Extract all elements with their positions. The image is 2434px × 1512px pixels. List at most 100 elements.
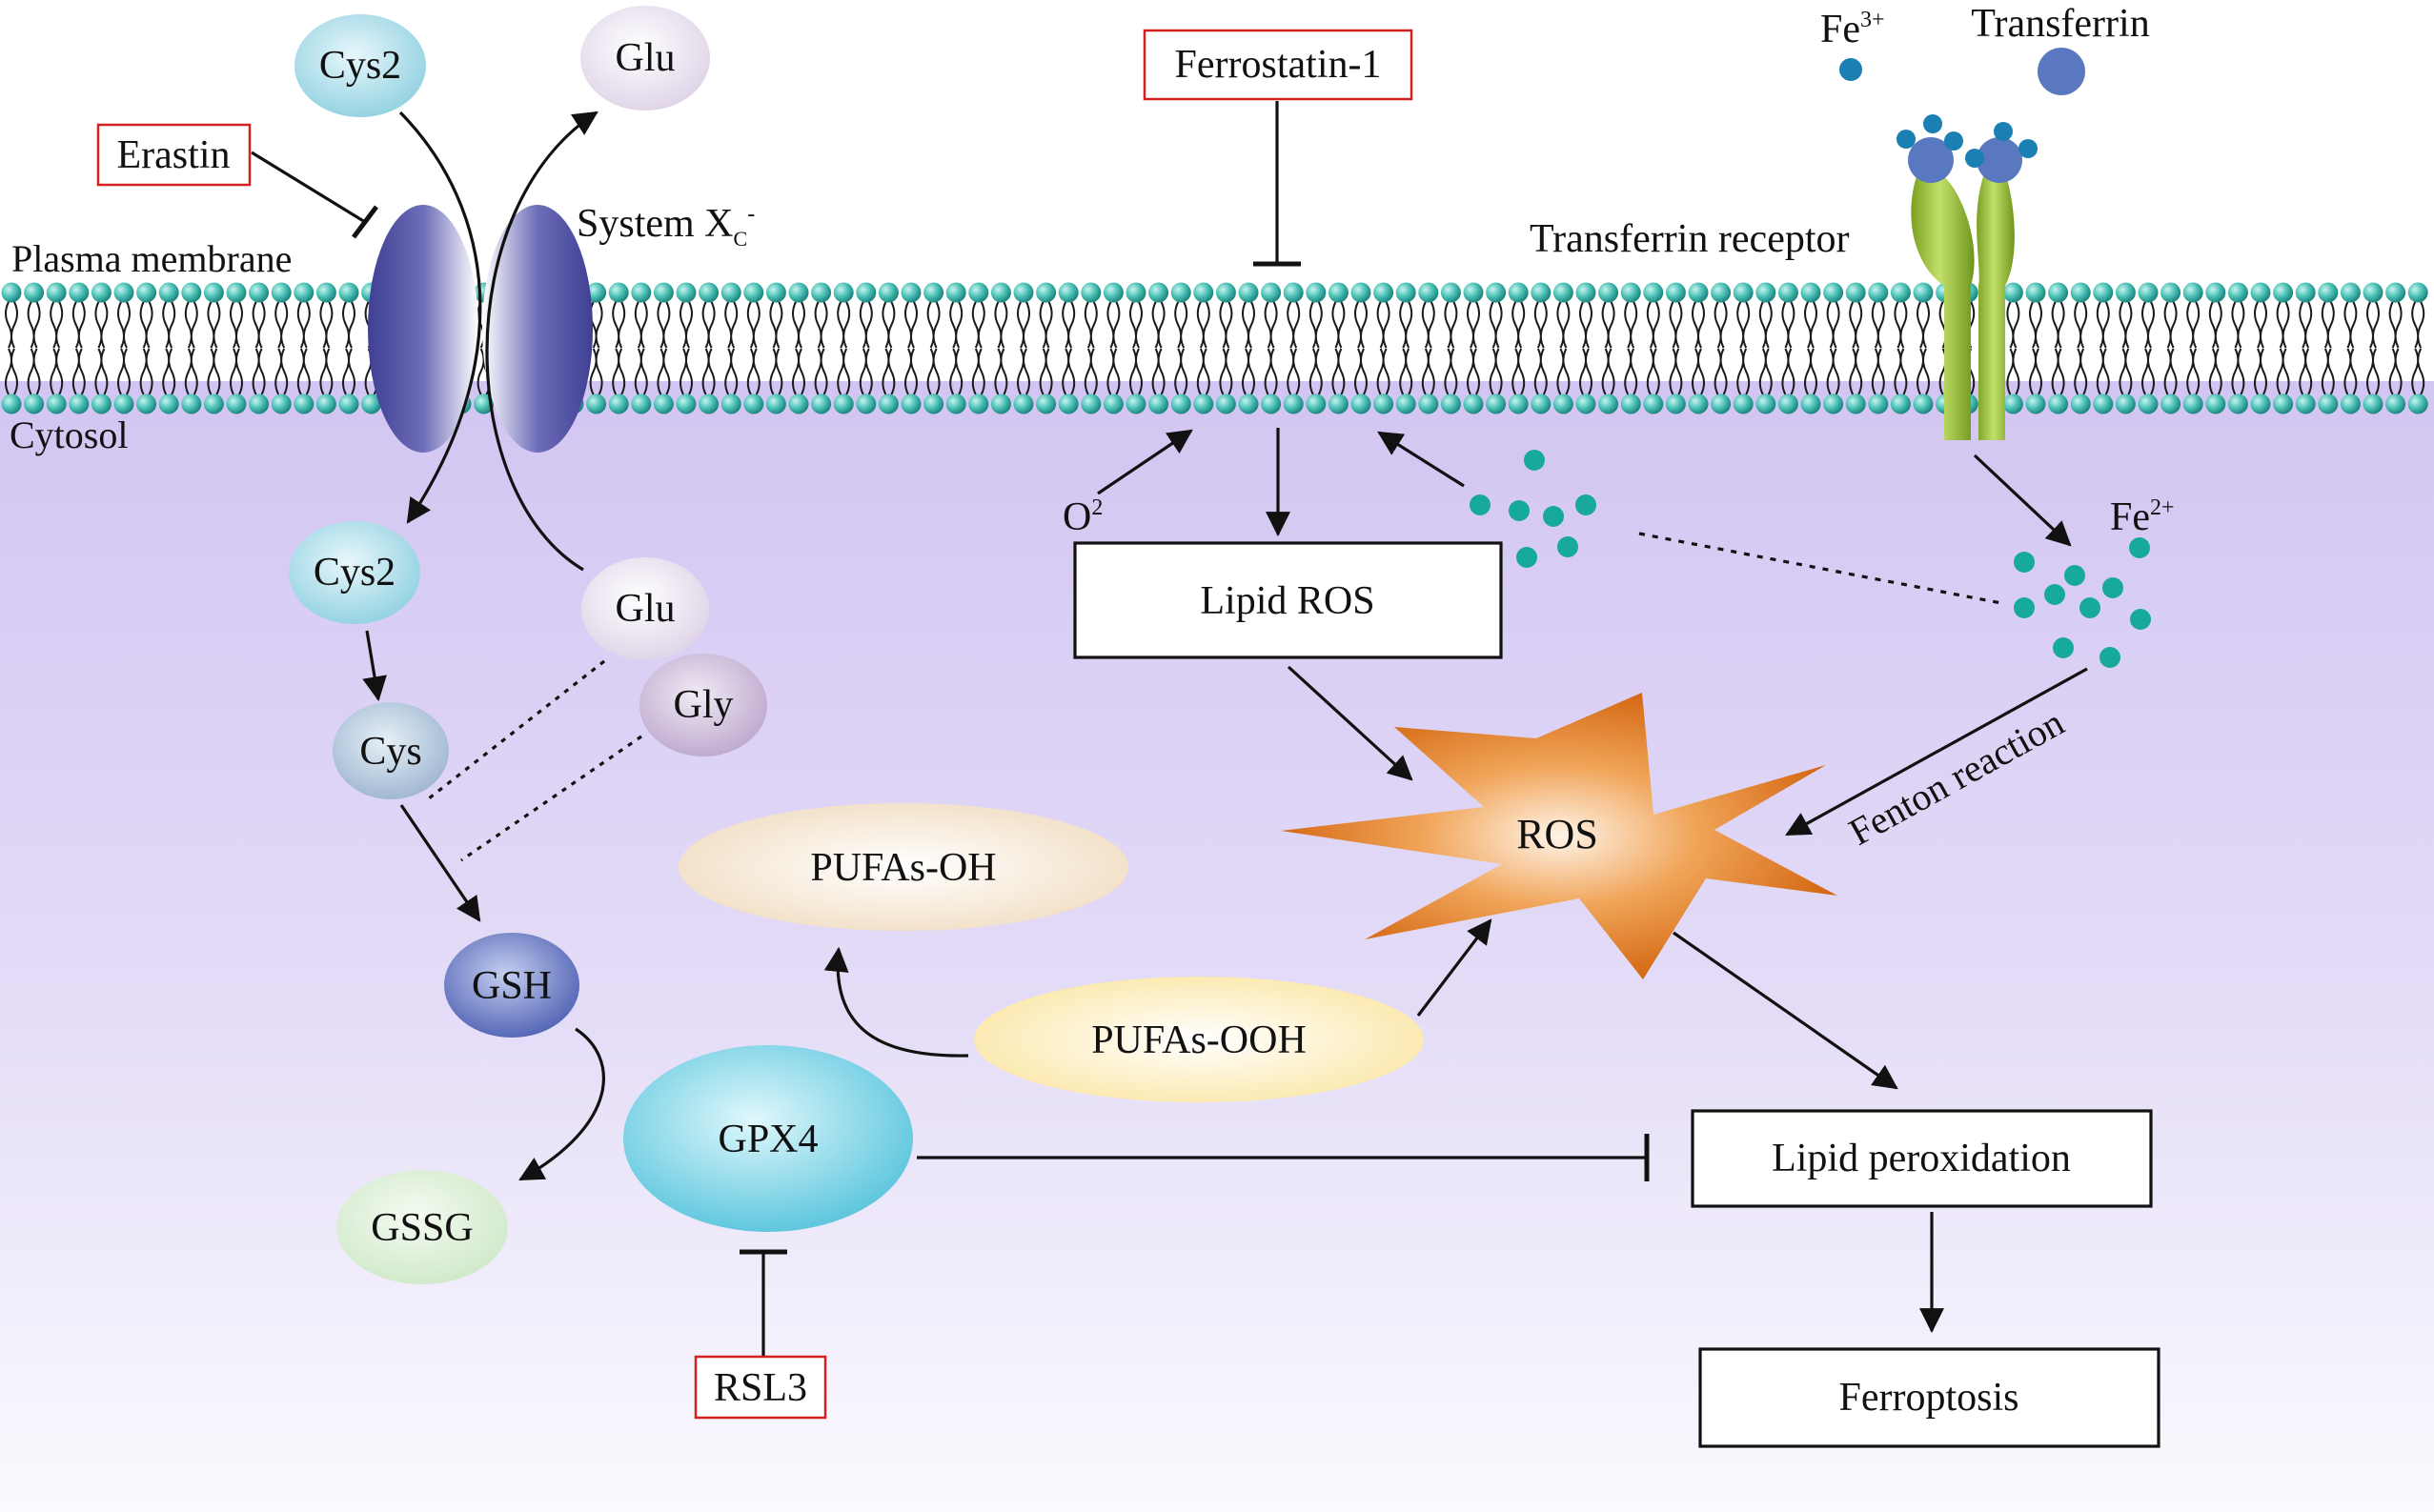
lipid-head bbox=[1350, 393, 1371, 414]
lipid-head bbox=[2385, 393, 2406, 414]
transferrin-label: Transferrin bbox=[1971, 2, 2149, 46]
lipid-head bbox=[1395, 393, 1416, 414]
lipid-head bbox=[294, 282, 314, 303]
lipid-head bbox=[1283, 282, 1304, 303]
lipid-head bbox=[2385, 282, 2406, 303]
gpx4-label: GPX4 bbox=[718, 1118, 818, 1161]
arrow-receptor-to-fe2 bbox=[1973, 454, 2072, 547]
lipid-head bbox=[1215, 393, 1236, 414]
lipid-head bbox=[181, 282, 202, 303]
lipid-head bbox=[765, 393, 786, 414]
lipid-head bbox=[2138, 393, 2159, 414]
lipid-head bbox=[1328, 393, 1349, 414]
lipid-head bbox=[1486, 282, 1507, 303]
lipid-head bbox=[2227, 282, 2248, 303]
lipid-head bbox=[2363, 282, 2383, 303]
erastin-label: Erastin bbox=[117, 133, 231, 177]
lipid-head bbox=[1868, 282, 1889, 303]
cys2-outside-node bbox=[294, 14, 426, 117]
lipid-head bbox=[945, 393, 966, 414]
cytosol-label: Cytosol bbox=[10, 413, 128, 456]
lipid-head bbox=[1126, 393, 1146, 414]
lipid-head bbox=[1777, 282, 1798, 303]
lipid-head bbox=[1328, 282, 1349, 303]
lipid-head bbox=[1508, 393, 1529, 414]
lipid-head bbox=[1215, 282, 1236, 303]
cys2-outside-label: Cys2 bbox=[319, 44, 401, 88]
arrow-ooh-to-oh bbox=[823, 946, 969, 1058]
lipid-head bbox=[2115, 393, 2136, 414]
lipid-head bbox=[1350, 282, 1371, 303]
lipid-head bbox=[2182, 393, 2203, 414]
lipid-head bbox=[856, 282, 877, 303]
ros-burst bbox=[1281, 693, 1837, 979]
lipid-head bbox=[1036, 393, 1057, 414]
arrow-ooh-to-ros bbox=[1416, 918, 1492, 1017]
transferrin-bound-right bbox=[1977, 137, 2022, 183]
lipid-head bbox=[158, 393, 179, 414]
lipid-head bbox=[69, 282, 90, 303]
glu-inside-node bbox=[581, 557, 709, 660]
lipid-head bbox=[1845, 393, 1866, 414]
lipid-head bbox=[1913, 393, 1934, 414]
lipid-head bbox=[1463, 393, 1484, 414]
lipid-head bbox=[1823, 393, 1844, 414]
system-xc-transporter-left bbox=[368, 205, 478, 453]
plasma-membrane-label: Plasma membrane bbox=[11, 237, 292, 280]
inhibit-erastin bbox=[251, 151, 366, 224]
lipid-head bbox=[1733, 393, 1754, 414]
lipid-head bbox=[1755, 282, 1776, 303]
lipid-head bbox=[2295, 393, 2316, 414]
arrow-o2-to-membrane bbox=[1097, 429, 1193, 495]
lipid-head bbox=[1058, 282, 1079, 303]
lipid-head bbox=[1148, 282, 1169, 303]
lipid-head bbox=[338, 282, 359, 303]
lipid-head bbox=[1193, 393, 1214, 414]
lipid-head bbox=[46, 282, 67, 303]
lipid-head bbox=[653, 393, 674, 414]
lipid-head bbox=[2048, 393, 2069, 414]
lipid-head bbox=[91, 393, 112, 414]
lipid-head bbox=[2002, 393, 2023, 414]
lipid-head bbox=[2273, 282, 2294, 303]
lipid-head bbox=[1777, 393, 1798, 414]
lipid-head bbox=[113, 393, 134, 414]
gsh-label: GSH bbox=[472, 964, 552, 1008]
fe2-label: Fe2+ bbox=[2110, 495, 2175, 539]
lipid-head bbox=[91, 282, 112, 303]
lipid-head bbox=[158, 282, 179, 303]
lipid-head bbox=[1238, 282, 1259, 303]
system-xc-transporter-right bbox=[482, 205, 593, 453]
lipid-head bbox=[2048, 282, 2069, 303]
lipid-head bbox=[1418, 282, 1439, 303]
fe3-ion bbox=[1839, 58, 1862, 81]
cys-node bbox=[333, 702, 449, 799]
lipid-head bbox=[271, 393, 292, 414]
transferrin-molecule bbox=[2038, 48, 2085, 95]
lipid-head bbox=[226, 282, 247, 303]
lipid-head bbox=[136, 393, 157, 414]
lipid-head bbox=[2093, 393, 2114, 414]
lipid-head bbox=[1845, 282, 1866, 303]
lipid-head bbox=[923, 282, 944, 303]
lipid-head bbox=[1126, 282, 1146, 303]
lipid-head bbox=[1620, 393, 1641, 414]
lipid-head bbox=[720, 282, 741, 303]
lipid-head bbox=[1373, 282, 1394, 303]
lipid-head bbox=[1193, 282, 1214, 303]
lipid-head bbox=[968, 393, 989, 414]
lipid-head bbox=[743, 282, 764, 303]
lipid-head bbox=[1665, 393, 1686, 414]
dotted-gly-to-gsh bbox=[460, 735, 642, 862]
lipid-head bbox=[1643, 282, 1664, 303]
lipid-head bbox=[1036, 282, 1057, 303]
lipid-head bbox=[608, 282, 629, 303]
lipid-head bbox=[811, 282, 832, 303]
lipid-head bbox=[1800, 393, 1821, 414]
lipid-head bbox=[1598, 282, 1619, 303]
lipid-head bbox=[1261, 282, 1282, 303]
lipid-head bbox=[1418, 393, 1439, 414]
lipid-head bbox=[676, 393, 697, 414]
lipid-head bbox=[2138, 282, 2159, 303]
lipid-head bbox=[945, 282, 966, 303]
